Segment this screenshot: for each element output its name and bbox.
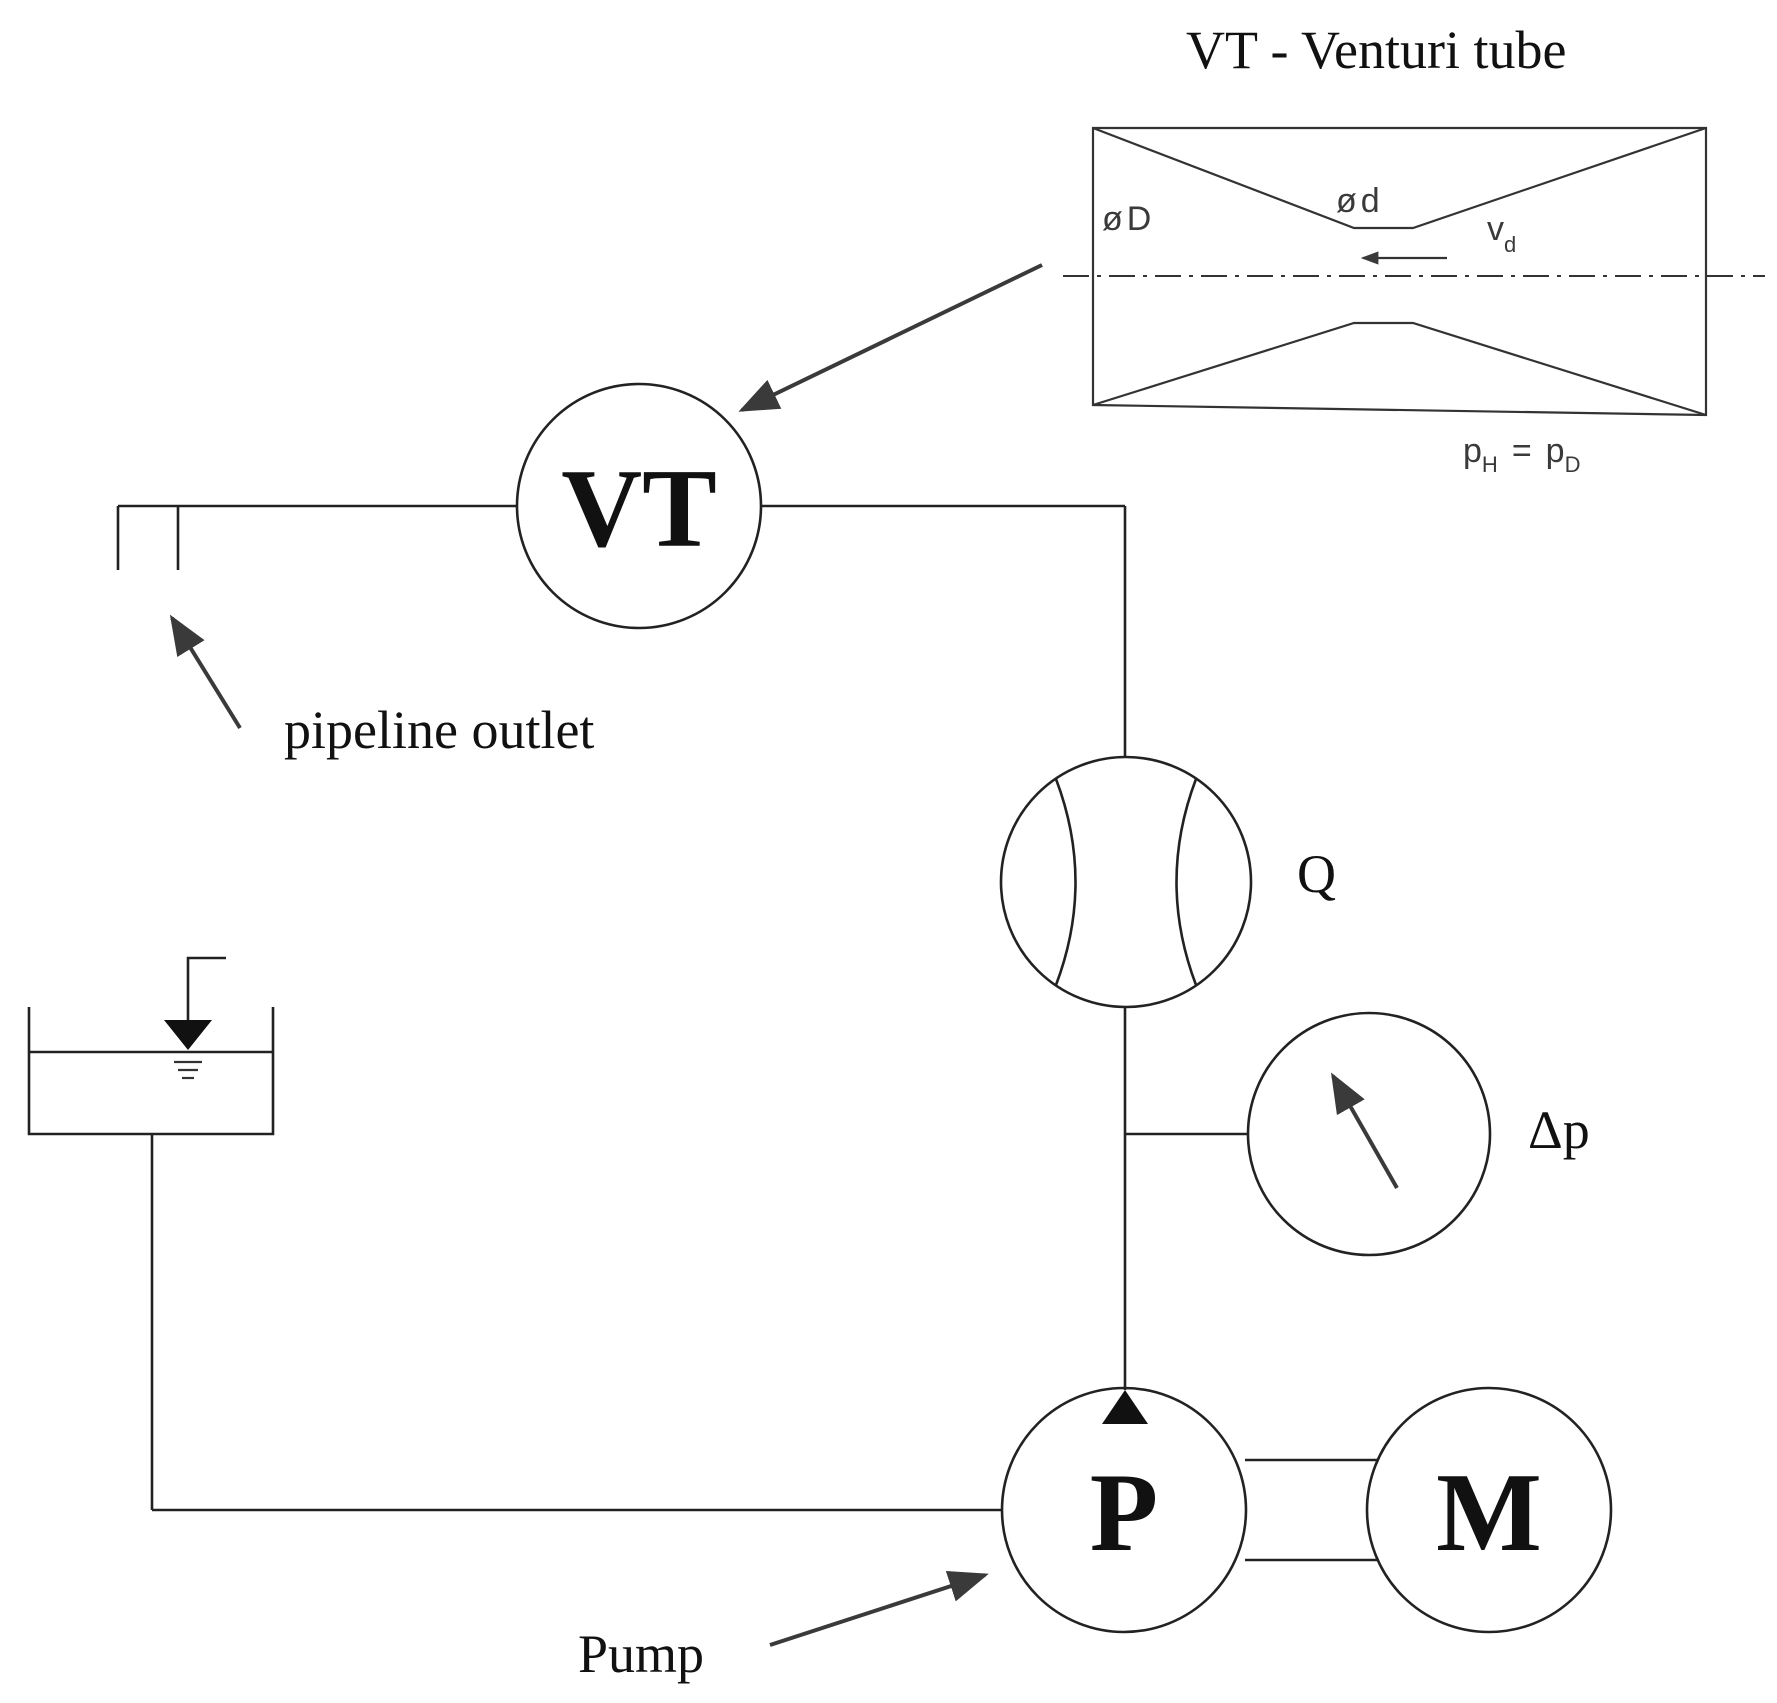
flowmeter-right-arc — [1175, 778, 1198, 986]
flowmeter-symbol: Q — [999, 755, 1336, 1009]
velocity-subscript: d — [1504, 232, 1516, 257]
motor-label: M — [1436, 1451, 1542, 1575]
diameter-symbol: ø — [1336, 182, 1357, 220]
pipeline-outlet-label: pipeline outlet — [284, 700, 594, 760]
pipelines — [116, 504, 1377, 1562]
velocity-v: v — [1487, 210, 1504, 248]
velocity-vd-label: vd — [1487, 210, 1516, 257]
vt-label: VT — [561, 447, 717, 571]
pressure-subscript-D: D — [1565, 452, 1581, 477]
venturi-lower-wall — [1092, 321, 1707, 417]
pressure-gauge-symbol: Δp — [1246, 1011, 1590, 1257]
pressure-equation: pH=pD — [1463, 432, 1580, 477]
venturi-upper-wall — [1092, 126, 1707, 230]
motor-symbol: M — [1365, 1386, 1613, 1634]
pump-outlet-triangle — [1102, 1390, 1148, 1424]
tank-body — [27, 1007, 275, 1136]
level-indicator-triangle — [164, 1020, 212, 1050]
flowmeter-left-arc — [1054, 778, 1077, 986]
motor-circle — [1365, 1386, 1613, 1634]
pump-label: P — [1090, 1451, 1158, 1575]
diameter-D-text: D — [1127, 200, 1152, 238]
pressure-p-right: p — [1546, 432, 1565, 470]
venturi-outer-box — [1091, 126, 1708, 417]
venturi-title: VT - Venturi tube — [1186, 20, 1566, 80]
pump-symbol: P — [1000, 1386, 1248, 1634]
outlet-pointer-arrow — [169, 614, 242, 730]
pressure-p-left: p — [1463, 432, 1482, 470]
pressure-gauge-label: Δp — [1528, 1100, 1590, 1160]
gauge-circle — [1246, 1011, 1492, 1257]
pressure-subscript-H: H — [1482, 452, 1498, 477]
gauge-needle — [1331, 1072, 1399, 1189]
level-indicator-stem — [186, 956, 226, 1030]
vt-circle — [515, 382, 763, 630]
pump-circle — [1000, 1386, 1248, 1634]
diameter-d-text: d — [1361, 182, 1380, 220]
reservoir-tank — [27, 956, 275, 1136]
venturi-tube-symbol: VT — [515, 382, 763, 630]
pump-text-label: Pump — [578, 1624, 704, 1684]
flowmeter-circle — [999, 755, 1253, 1009]
equals-sign: = — [1512, 432, 1532, 470]
diameter-symbol: ø — [1102, 200, 1123, 238]
venturi-pointer-arrow — [738, 263, 1043, 412]
flowmeter-label: Q — [1297, 844, 1336, 904]
pump-pointer-arrow — [769, 1570, 989, 1647]
